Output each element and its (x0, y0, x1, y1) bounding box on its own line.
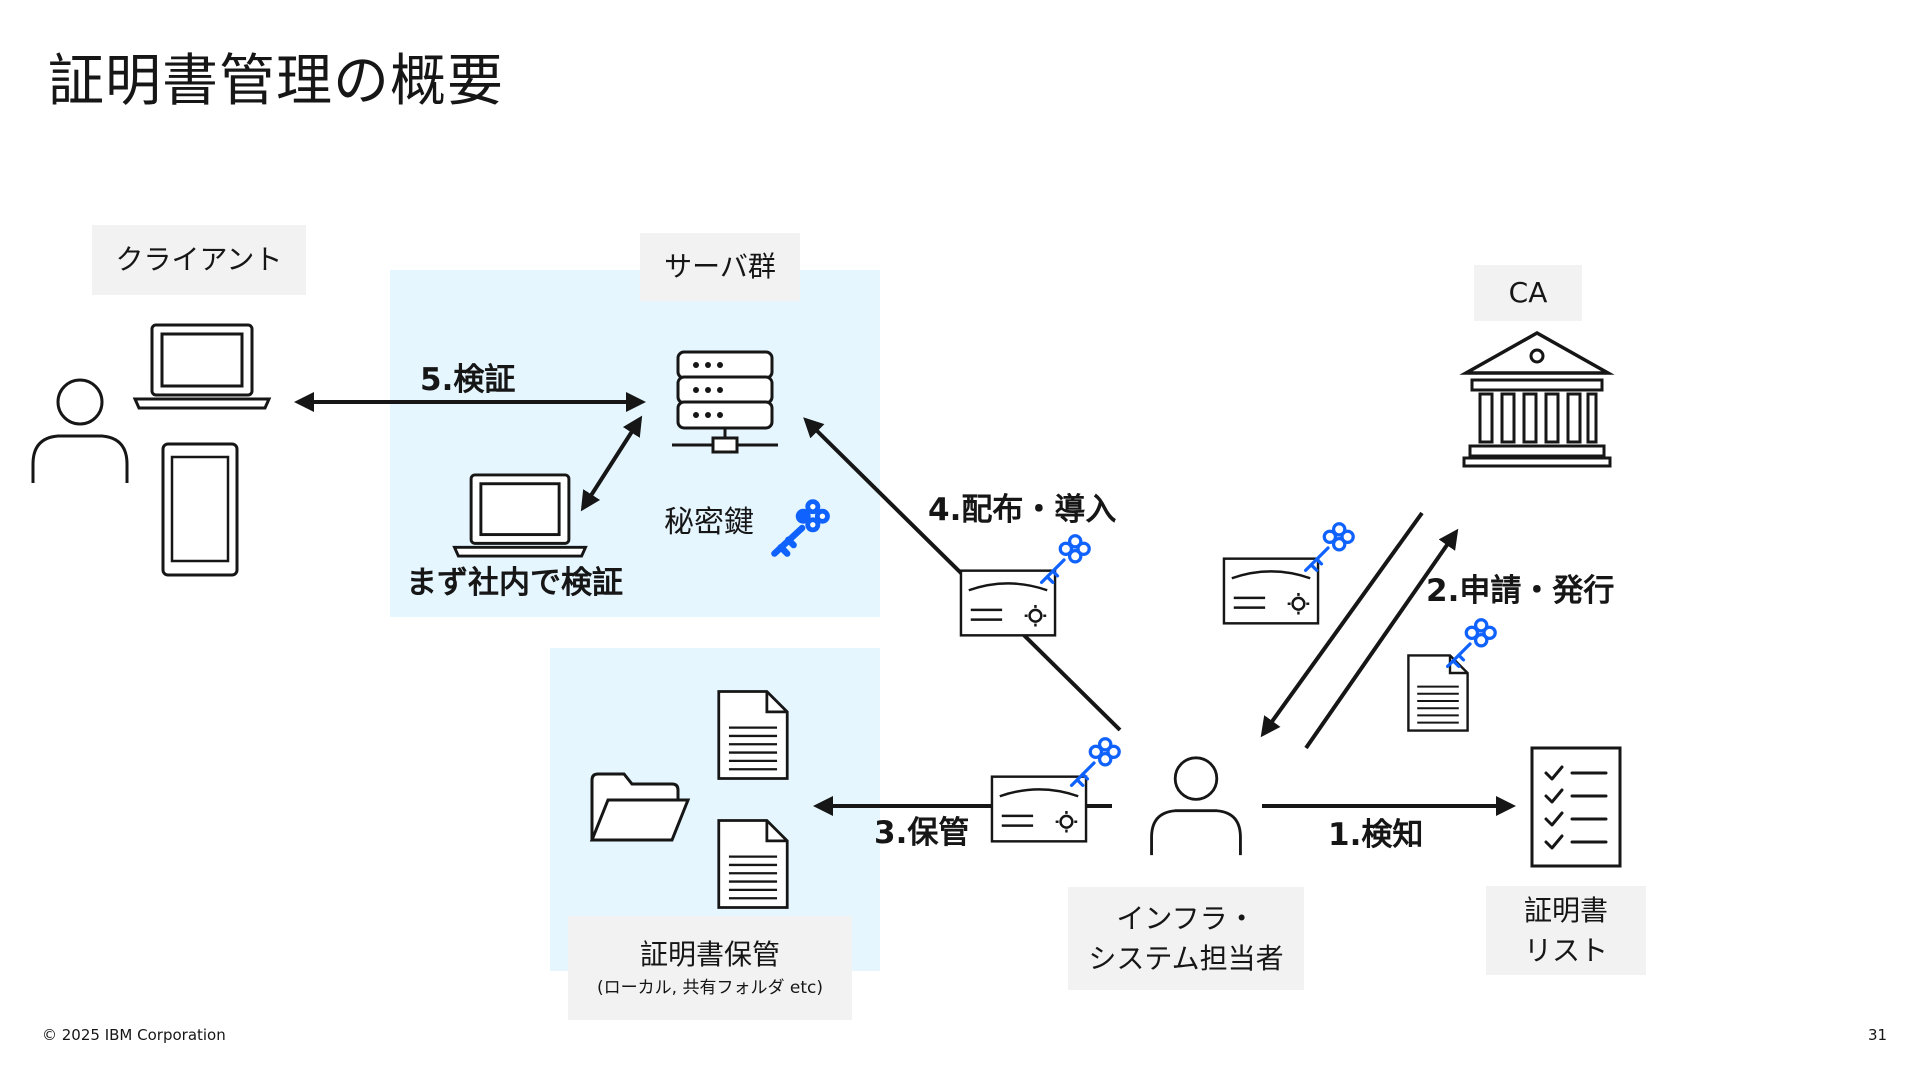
bank-building-icon (1459, 330, 1615, 468)
servers-label: サーバ群 (640, 233, 800, 301)
ca-label-text: CA (1508, 276, 1548, 309)
issue-arrow (1260, 511, 1424, 738)
storage-sub-label: (ローカル, 共有フォルダ etc) (597, 978, 823, 998)
client-label: クライアント (92, 225, 306, 295)
request-arrow (1304, 528, 1459, 750)
verify-label: 5.検証 (420, 362, 516, 398)
private-key-label: 秘密鍵 (664, 505, 754, 540)
store-label: 3.保管 (874, 815, 970, 851)
key-icon (1445, 618, 1497, 669)
issued-certificate-icon (1222, 557, 1320, 625)
storage-label: 証明書保管 (ローカル, 共有フォルダ etc) (568, 916, 852, 1020)
admin-label-line1: インフラ・ (1116, 901, 1256, 935)
ca-label: CA (1474, 265, 1582, 321)
servers-label-text: サーバ群 (664, 250, 776, 283)
page-number: 31 (1868, 1026, 1888, 1044)
stored-document-icon (717, 819, 789, 909)
admin-label: インフラ・ システム担当者 (1068, 887, 1304, 990)
distributed-certificate-icon (959, 569, 1057, 637)
client-laptop-icon (133, 323, 271, 410)
cert-list-label: 証明書 リスト (1486, 886, 1646, 975)
request-issue-label: 2.申請・発行 (1426, 573, 1615, 609)
key-icon (1069, 737, 1121, 788)
internal-laptop-icon (452, 473, 588, 558)
server-rack-icon (672, 350, 778, 454)
client-user-icon (31, 378, 129, 485)
copyright: © 2025 IBM Corporation (42, 1026, 226, 1044)
tablet-icon (161, 442, 239, 577)
storage-label-text: 証明書保管 (639, 938, 780, 971)
cert-list-label-line2: リスト (1523, 933, 1608, 967)
internal-verify-arrow (580, 415, 643, 512)
key-icon (1039, 534, 1091, 585)
client-label-text: クライアント (115, 243, 283, 276)
admin-user-icon (1150, 756, 1242, 857)
detect-label: 1.検知 (1328, 817, 1424, 853)
distribute-label: 4.配布・導入 (928, 492, 1117, 528)
folder-icon (589, 772, 691, 842)
internal-verify-label: まず社内で検証 (406, 565, 623, 601)
checklist-icon (1530, 746, 1622, 868)
stored-document-icon (717, 690, 789, 780)
key-icon (1303, 522, 1355, 573)
cert-list-label-line1: 証明書 (1523, 893, 1608, 927)
admin-label-line2: システム担当者 (1088, 941, 1284, 975)
page-title: 証明書管理の概要 (48, 49, 504, 114)
